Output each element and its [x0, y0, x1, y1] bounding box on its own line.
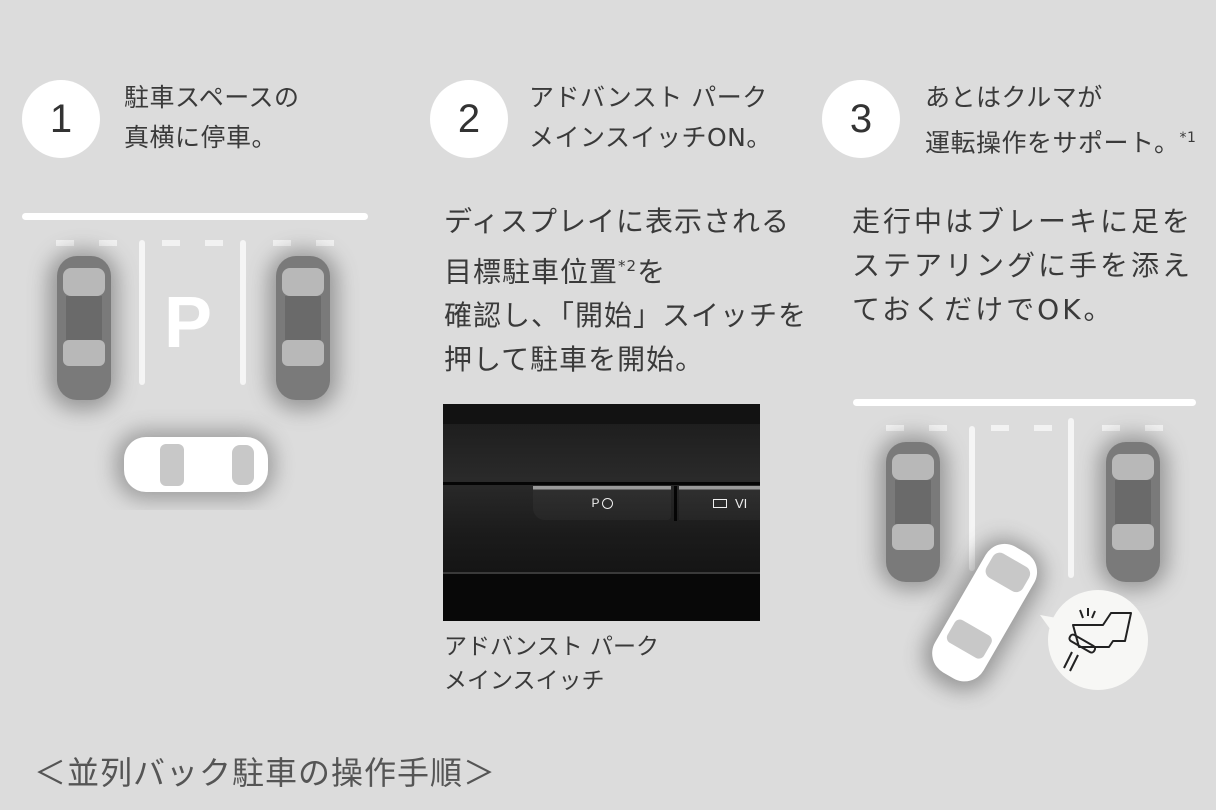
parked-car-left-icon [48, 250, 118, 410]
parked-car-left-icon [878, 435, 948, 590]
parked-car-right-icon [1098, 435, 1168, 590]
step-3-title: あとはクルマが 運転操作をサポート。*1 [925, 83, 1197, 158]
parked-car-right-icon [268, 250, 338, 410]
own-car-icon [115, 430, 275, 500]
step-1-parking-illustration: P [22, 213, 368, 500]
switch-label-p: P [591, 496, 600, 510]
step-2-description: ディスプレイに表示される 目標駐車位置*2を 確認し、「開始」スイッチを 押して… [444, 205, 808, 377]
view-switch: VI [679, 486, 760, 520]
switch-label-view: VI [735, 495, 748, 511]
step-3-parking-illustration [853, 399, 1196, 692]
own-car-reversing-icon [923, 538, 1044, 692]
step-3-description: 走行中はブレーキに足を ステアリングに手を添え ておくだけでOK。 [852, 205, 1194, 326]
camera-icon [713, 498, 727, 508]
step-2-number: 2 [457, 96, 481, 141]
step-2-title: アドバンスト パーク メインスイッチON。 [529, 83, 772, 152]
parking-sign-p: P [164, 283, 212, 363]
procedure-caption: ＜並列バック駐車の操作手順＞ [34, 754, 497, 792]
step-1-number: 1 [49, 96, 73, 141]
step-1-title: 駐車スペースの 真横に停車。 [124, 83, 300, 152]
steering-wheel-icon [601, 497, 613, 509]
speech-bubble [1040, 590, 1148, 690]
step-1-number-badge: 1 [22, 80, 100, 158]
step-3-number-badge: 3 [822, 80, 900, 158]
main-switch-photo: P VI [443, 404, 760, 621]
advanced-park-switch: P [533, 486, 671, 520]
step-2-number-badge: 2 [430, 80, 508, 158]
step-3-number: 3 [849, 96, 873, 141]
footnote-2-marker: *2 [618, 257, 638, 275]
foot-on-brake-icon [1063, 608, 1132, 672]
footnote-1-marker: *1 [1179, 130, 1197, 146]
main-switch-caption: アドバンスト パーク メインスイッチ [444, 634, 660, 694]
